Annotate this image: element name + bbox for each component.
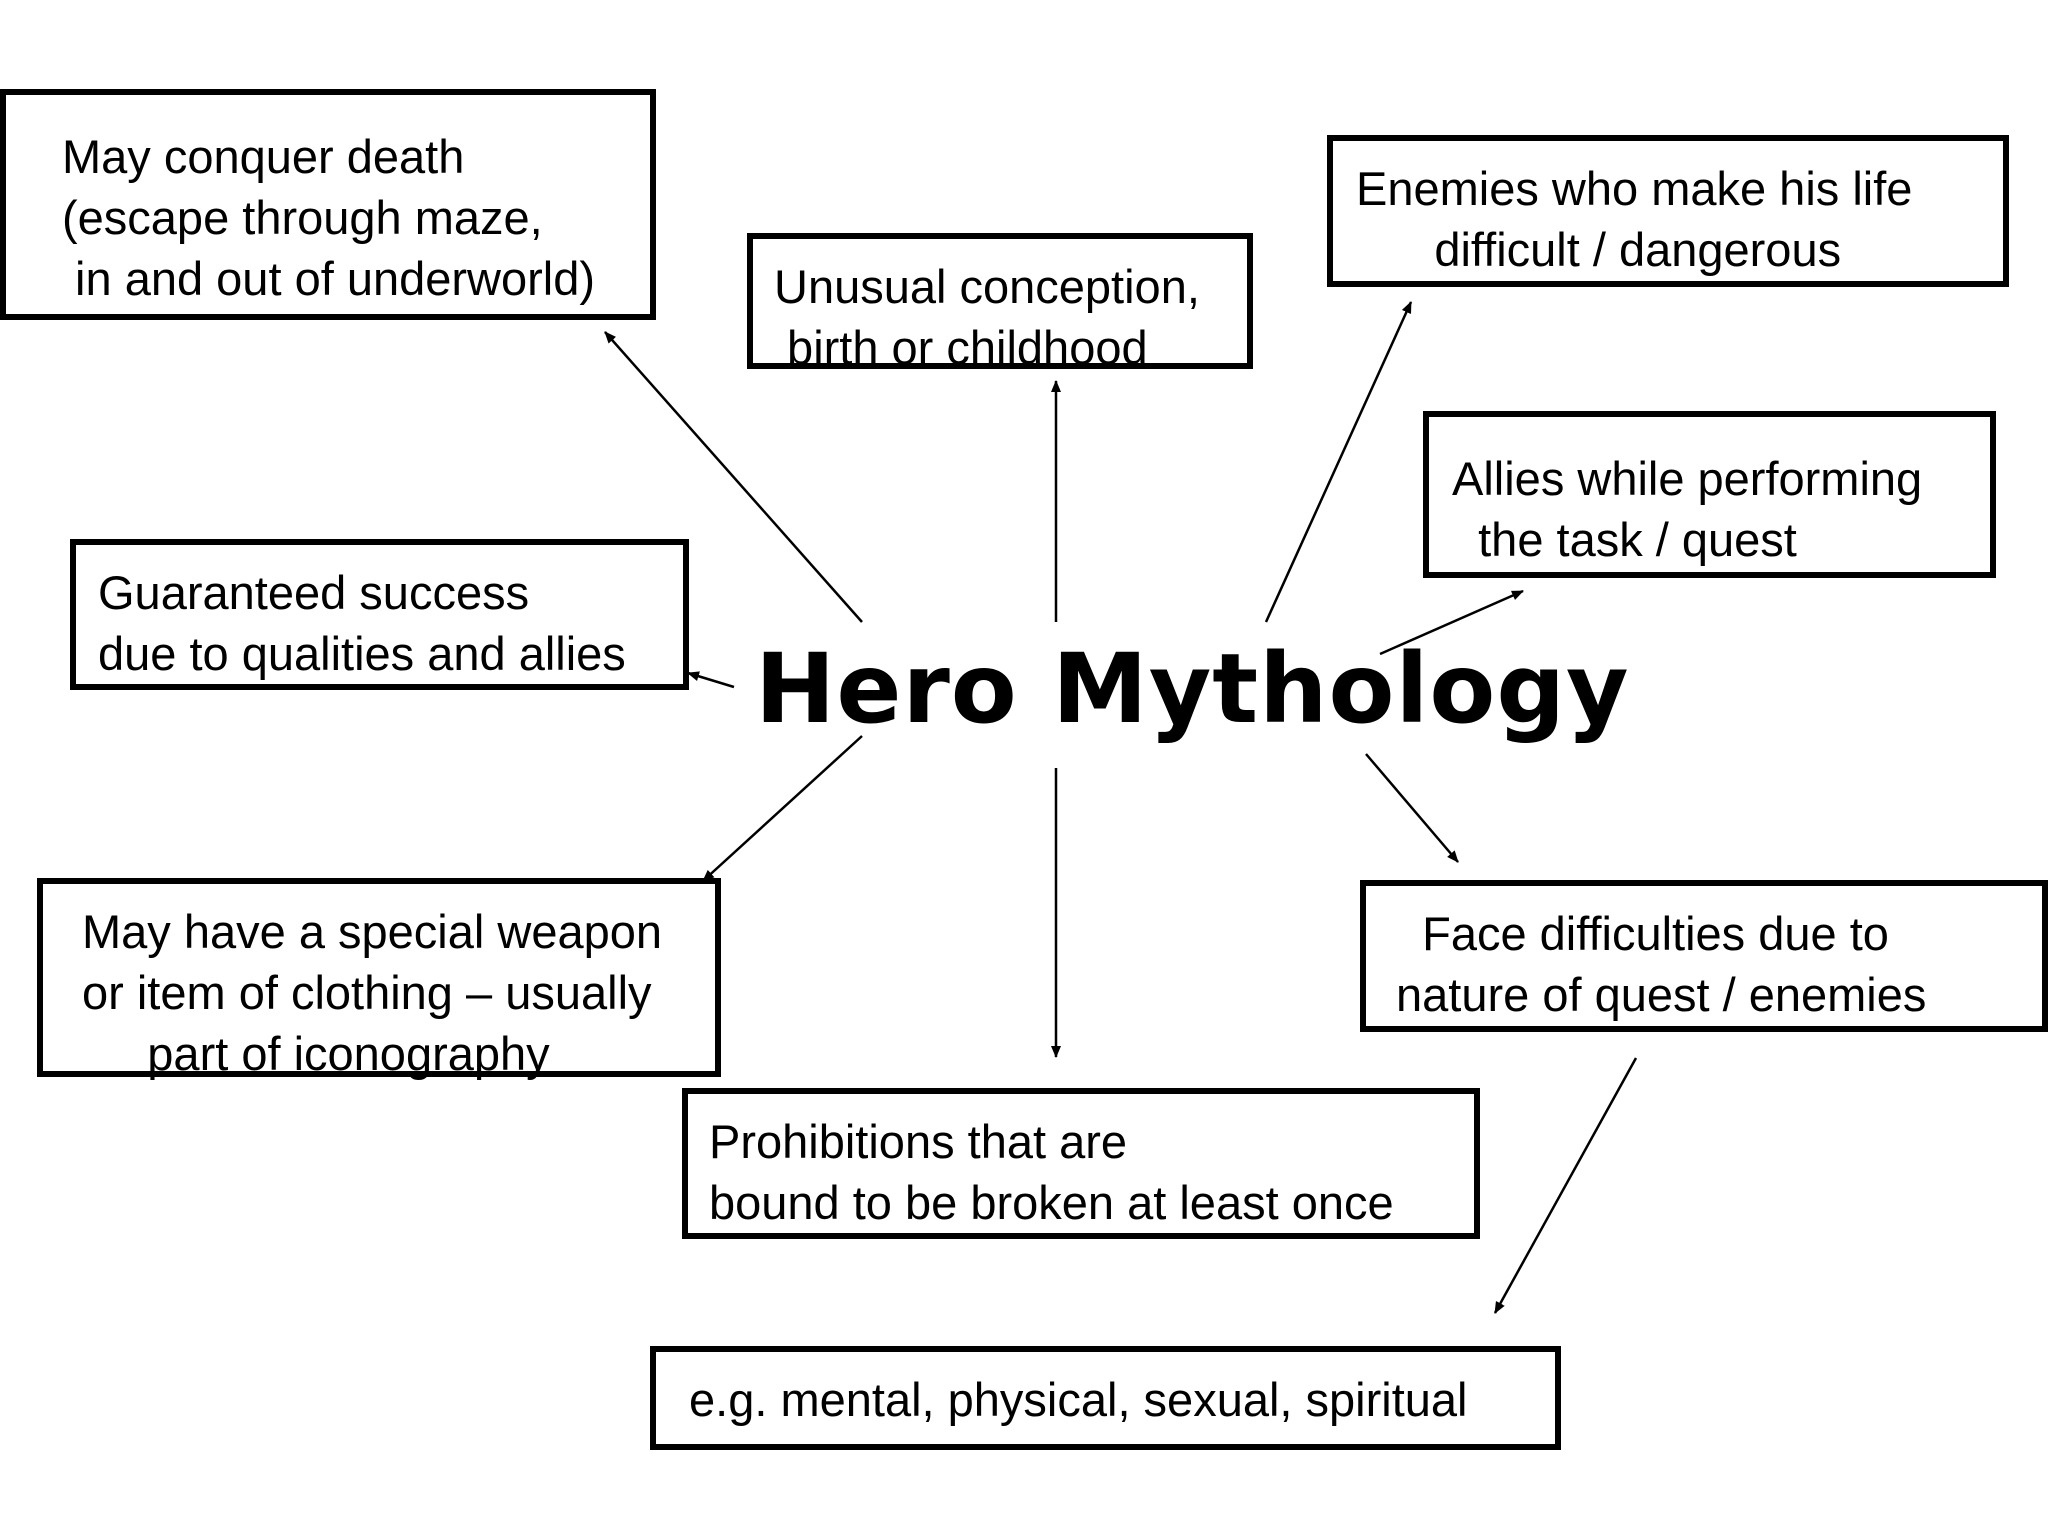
arrow-to-examples <box>1493 1057 1638 1314</box>
node-allies: Allies while performing the task / quest <box>1423 411 1996 578</box>
arrow-to-special-weapon <box>702 735 863 882</box>
node-guaranteed-success: Guaranteed success due to qualities and … <box>70 539 689 690</box>
node-unusual-conception: Unusual conception, birth or childhood <box>747 233 1253 374</box>
arrow-to-face-difficulties <box>1365 753 1459 863</box>
diagram-title: Hero Mythology <box>755 633 1630 745</box>
node-special-weapon: May have a special weapon or item of clo… <box>37 878 721 1080</box>
node-conquer-death: May conquer death (escape through maze, … <box>0 89 656 320</box>
arrow-to-enemies <box>1264 301 1413 623</box>
arrow-to-guaranteed-success <box>687 671 735 689</box>
arrow-to-conquer-death <box>604 331 863 623</box>
arrow-to-allies <box>1379 589 1524 656</box>
node-enemies: Enemies who make his life difficult / da… <box>1327 135 2009 287</box>
node-prohibitions: Prohibitions that are bound to be broken… <box>682 1088 1480 1239</box>
node-examples: e.g. mental, physical, sexual, spiritual <box>650 1346 1561 1450</box>
node-face-difficulties: Face difficulties due to nature of quest… <box>1360 880 2048 1032</box>
